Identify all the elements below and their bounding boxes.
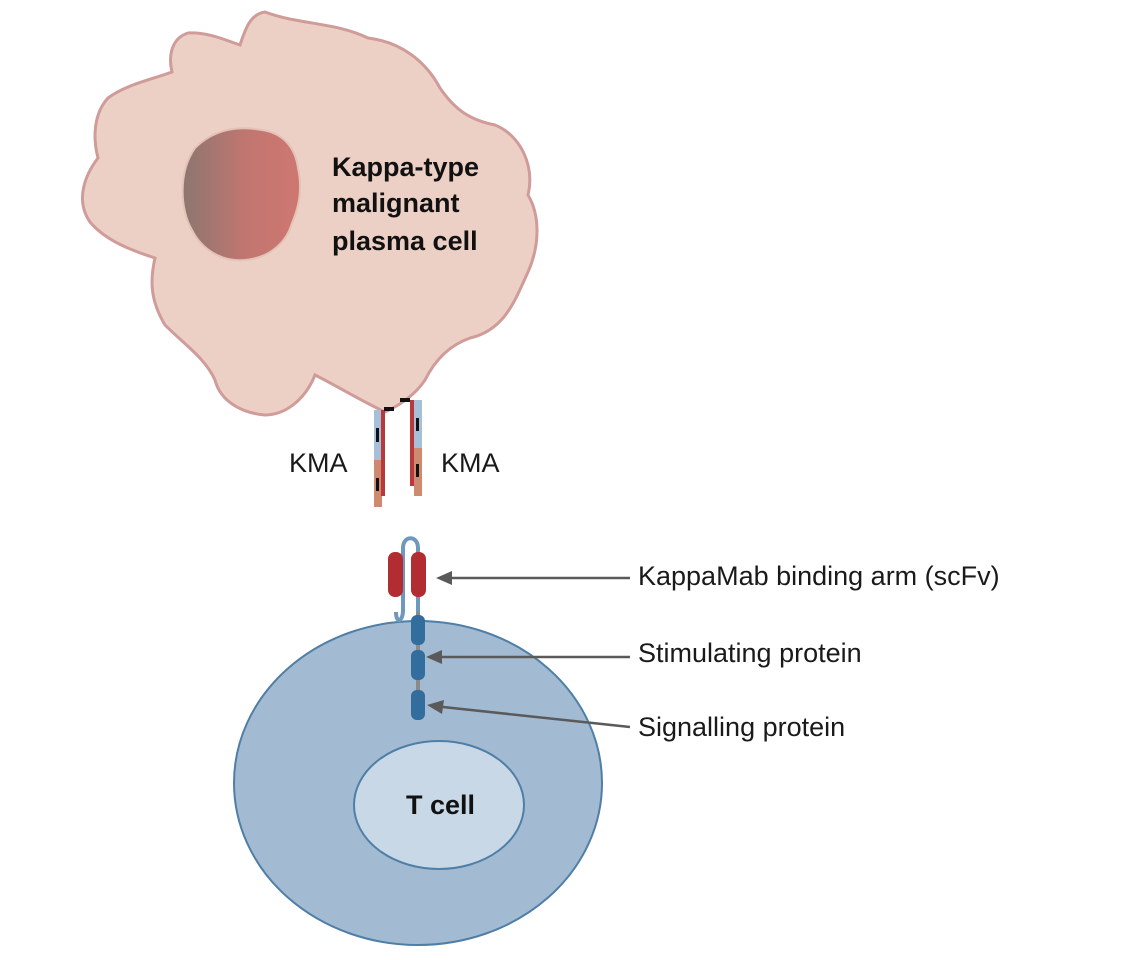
- scfv-domain-right: [411, 552, 426, 597]
- kma-label-left: KMA: [289, 448, 348, 478]
- callout-arrow-stimulating: [426, 650, 630, 664]
- t-cell-label: T cell: [406, 790, 475, 820]
- stimulating-domain-lower: [411, 650, 425, 680]
- callout-binding-arm: KappaMab binding arm (scFv): [638, 561, 1000, 591]
- callout-stimulating: Stimulating protein: [638, 638, 862, 668]
- plasma-cell-body: [81, 10, 539, 417]
- kma-label-right: KMA: [441, 448, 500, 478]
- stimulating-domain-upper: [411, 615, 425, 645]
- kma-antigen-left: [374, 407, 394, 507]
- plasma-cell-nucleus: [181, 127, 301, 262]
- kma-antigen-right: [400, 398, 422, 496]
- signalling-domain: [411, 690, 425, 720]
- callout-arrow-binding-arm: [436, 571, 630, 585]
- car-receptor: [388, 536, 426, 720]
- plasma-cell-label: Kappa-type malignant plasma cell: [332, 152, 487, 256]
- callout-signalling: Signalling protein: [638, 712, 845, 742]
- scfv-domain-left: [388, 552, 403, 597]
- callout-arrow-signalling: [427, 700, 631, 729]
- t-cell-nucleus: [353, 740, 525, 870]
